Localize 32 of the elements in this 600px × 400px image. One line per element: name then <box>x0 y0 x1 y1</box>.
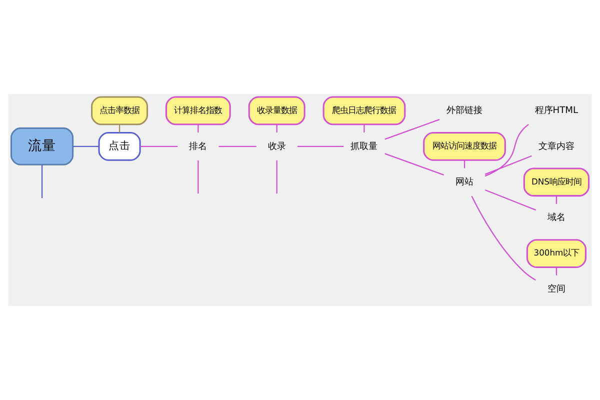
node-box: DNS响应时间 <box>523 168 590 197</box>
connector <box>364 124 365 132</box>
node-box: 流量 <box>10 127 74 166</box>
node-text: 程序HTML <box>534 106 578 116</box>
connector <box>218 146 256 147</box>
node-box: 点击率数据 <box>91 96 148 126</box>
connector <box>384 118 440 140</box>
connector <box>198 160 199 194</box>
node-text: 文章内容 <box>538 142 574 152</box>
node-text: 外部链接 <box>446 106 483 116</box>
connector <box>484 124 529 177</box>
node-box: 网站访问速度数据 <box>423 132 506 161</box>
connector <box>72 146 99 147</box>
node-text: 收录 <box>268 142 286 152</box>
node-box: 爬虫日志爬行数据 <box>322 96 406 126</box>
connector <box>484 189 536 211</box>
node-text: 域名 <box>547 213 566 224</box>
node-box: 点击 <box>98 132 141 161</box>
node-text: 网站 <box>456 178 474 188</box>
connector <box>276 160 278 194</box>
connector <box>384 153 444 176</box>
connector <box>471 196 536 281</box>
connector <box>298 146 344 147</box>
node-box: 计算排名指数 <box>166 96 231 126</box>
connector <box>41 164 43 198</box>
node-box: 收录量数据 <box>248 96 306 126</box>
node-text: 排名 <box>189 142 208 152</box>
node-box: 300hm以下 <box>526 239 586 268</box>
node-text: 抓取量 <box>350 142 378 152</box>
node-text: 空间 <box>547 284 566 295</box>
connector <box>484 155 532 175</box>
connector <box>140 146 178 147</box>
